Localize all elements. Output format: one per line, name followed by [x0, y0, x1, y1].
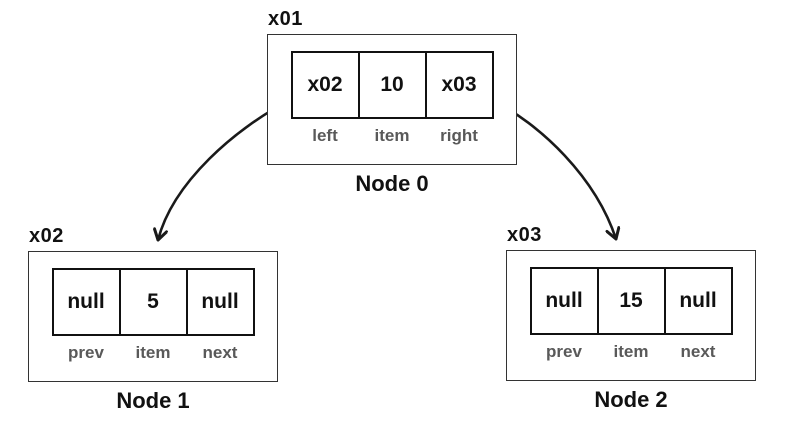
node-1-field-item: item [135, 343, 171, 362]
node-0-field-item: item [374, 126, 410, 145]
node-1-cell-row: null 5 null [51, 268, 255, 336]
node-0-box: x02 10 x03 left item right [267, 34, 517, 165]
node-2: x03 null 15 null prev item next Node 2 [506, 224, 756, 413]
node-0-caption: Node 0 [355, 171, 429, 196]
node-0-field-left: left [312, 126, 338, 145]
node-2-box: null 15 null prev item next [506, 250, 756, 381]
node-1-caption: Node 1 [116, 388, 190, 413]
node-1-box: null 5 null prev item next [28, 251, 278, 382]
node-2-pointer-label: x03 [507, 224, 542, 246]
node-2-cell-next: null [663, 267, 733, 335]
node-2-caption: Node 2 [594, 387, 668, 412]
node-0-cell-item: 10 [357, 51, 427, 119]
node-0-pointer-label: x01 [268, 8, 303, 30]
node-1-field-prev: prev [68, 343, 104, 362]
node-2-cell-prev: null [529, 267, 599, 335]
node-2-cell-item: 15 [596, 267, 666, 335]
node-0-cell-left: x02 [290, 51, 360, 119]
node-1: x02 null 5 null prev item next Node 1 [28, 225, 278, 414]
node-0-field-row: left item right [291, 126, 494, 146]
node-2-cell-row: null 15 null [529, 267, 733, 335]
node-0: x01 x02 10 x03 left item right Node 0 [267, 8, 517, 197]
node-2-field-next: next [680, 342, 716, 361]
node-1-field-row: prev item next [52, 343, 255, 363]
node-2-field-row: prev item next [530, 342, 733, 362]
node-2-field-item: item [613, 342, 649, 361]
node-0-cell-row: x02 10 x03 [290, 51, 494, 119]
node-1-cell-next: null [185, 268, 255, 336]
node-1-cell-prev: null [51, 268, 121, 336]
node-2-field-prev: prev [546, 342, 582, 361]
node-1-pointer-label: x02 [29, 225, 64, 247]
node-0-cell-right: x03 [424, 51, 494, 119]
node-0-field-right: right [440, 126, 478, 145]
node-1-cell-item: 5 [118, 268, 188, 336]
node-1-field-next: next [202, 343, 238, 362]
